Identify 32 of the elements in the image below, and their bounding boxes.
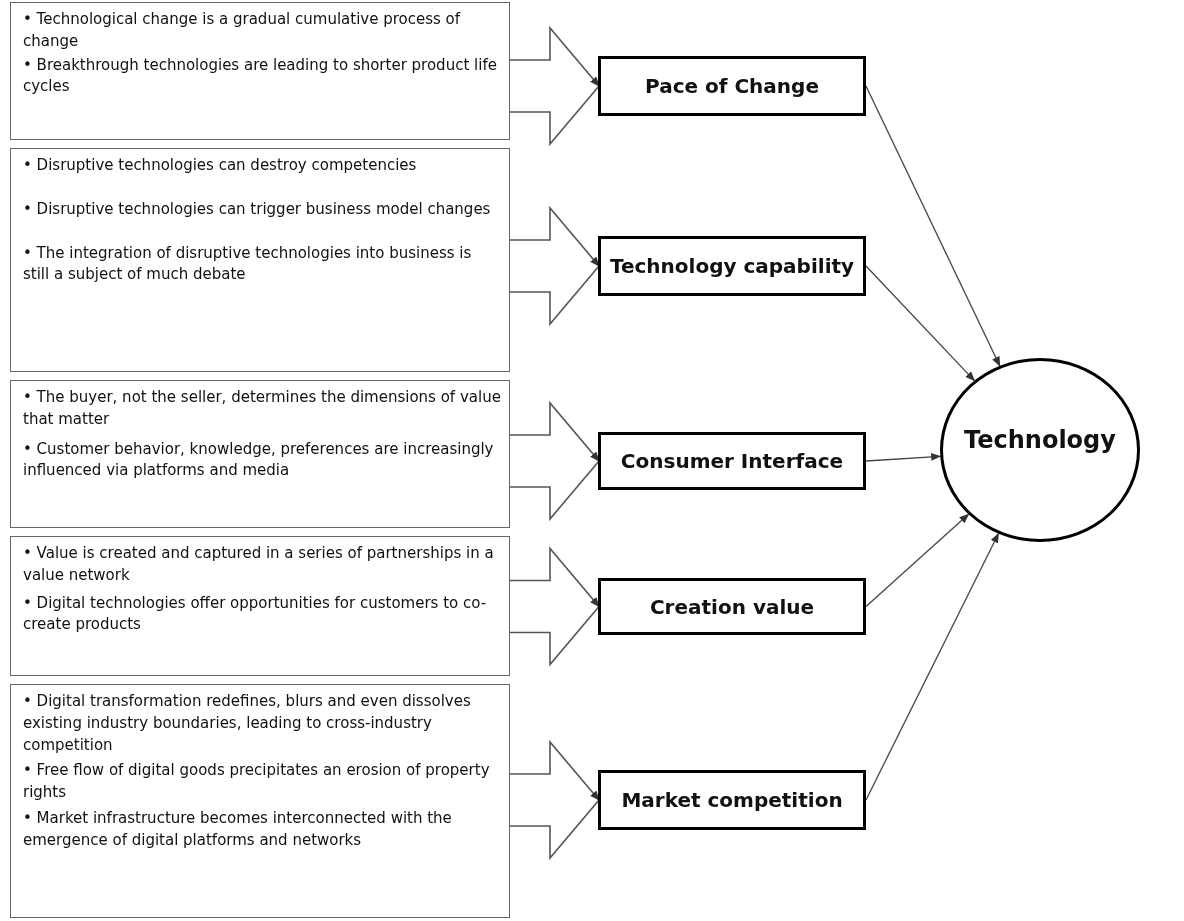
arrow xyxy=(865,452,942,462)
bullet-item: • Value is created and captured in a series of partnerships in a value network xyxy=(23,543,495,586)
text-box xyxy=(10,148,510,372)
bullet-item: • Digital transformation redefines, blurs and even dissolves existing industry boundaries, leading to cross-industry competition xyxy=(23,691,472,756)
bullet-item: • Technological change is a gradual cumulative process of change xyxy=(23,9,462,52)
arrow xyxy=(865,513,970,608)
bullet-item: • Digital technologies offer opportunities for customers to co-create products xyxy=(23,592,488,636)
category-label: Pace of Change xyxy=(645,74,819,98)
bullet-item: • The buyer, not the seller, determines the dimensions of value that matter xyxy=(23,387,501,430)
bullet-item: • Disruptive technologies can destroy competencies xyxy=(23,155,418,176)
circle-label: Technology xyxy=(964,426,1116,454)
bullet-item: • The integration of disruptive technologies into business is still a subject of much debate xyxy=(23,242,473,286)
category-label: Technology capability xyxy=(609,254,855,278)
arrow xyxy=(865,85,1001,367)
category-box xyxy=(598,578,866,635)
text-box xyxy=(10,380,510,528)
arrow xyxy=(865,265,976,382)
category-label: Market competition xyxy=(621,788,843,812)
bullet-item: • Market infrastructure becomes interconnected with the emergence of digital platforms and networks xyxy=(23,807,453,851)
category-label: Creation value xyxy=(649,594,815,619)
bullet-item: • Disruptive technologies can trigger business model changes xyxy=(23,198,492,220)
bullet-item: • Breakthrough technologies are leading to shorter product life cycles xyxy=(23,54,498,98)
category-box xyxy=(598,56,866,116)
text-box xyxy=(10,684,510,918)
text-box xyxy=(10,2,510,140)
category-box xyxy=(598,432,866,490)
category-box xyxy=(598,236,866,296)
category-label: Consumer Interface xyxy=(620,449,844,473)
category-box xyxy=(598,770,866,830)
bullet-item: • Free flow of digital goods precipitates an erosion of property rights xyxy=(23,760,491,803)
bullet-item: • Customer behavior, knowledge, preferences are increasingly influenced via platforms and media xyxy=(23,438,495,482)
text-box xyxy=(10,536,510,676)
